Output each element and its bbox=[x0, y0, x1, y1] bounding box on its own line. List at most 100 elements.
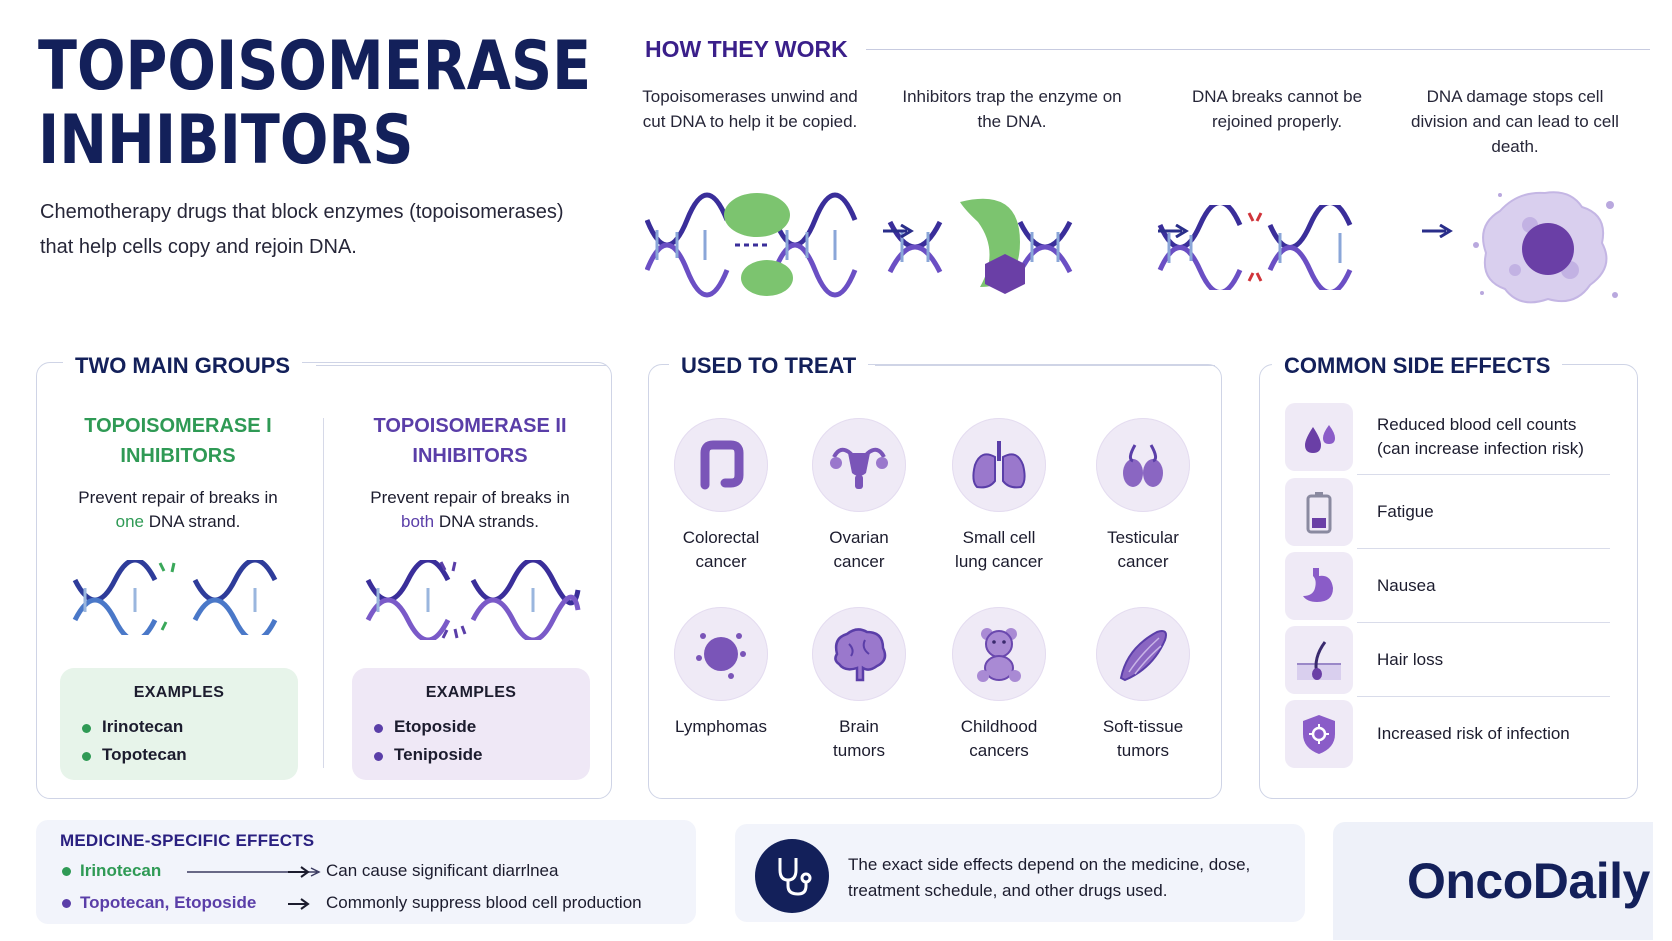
arrow-right-icon bbox=[883, 224, 914, 238]
arrow-right-icon bbox=[288, 866, 310, 878]
treat-label-line: cancer bbox=[833, 552, 885, 571]
blood-drops-icon bbox=[1285, 403, 1353, 471]
double-strand-break-icon bbox=[365, 560, 581, 640]
treat-label-line: Lymphomas bbox=[675, 717, 767, 736]
title-line-2: INHIBITORS bbox=[38, 101, 414, 180]
side-effect-hair-loss: Hair loss bbox=[1285, 626, 1610, 694]
step-2-text: Inhibitors trap the enzyme on the DNA. bbox=[902, 87, 1122, 131]
side-effect-label: (can increase infection risk) bbox=[1377, 439, 1584, 458]
example-item: Topotecan bbox=[82, 745, 187, 764]
step-3-text: DNA breaks cannot be rejoined properly. bbox=[1191, 87, 1363, 131]
how-they-work-heading: HOW THEY WORK bbox=[645, 36, 1650, 63]
treat-label-line: cancer bbox=[695, 552, 747, 571]
example-item: Etoposide bbox=[373, 717, 477, 736]
row-divider bbox=[1357, 696, 1610, 697]
treat-label-line: Small cell bbox=[962, 528, 1036, 547]
medicine-effect: Can cause significant diarrlnea bbox=[326, 861, 559, 880]
medicine-heading: MEDICINE-SPECIFIC EFFECTS bbox=[60, 831, 315, 850]
topo-2-line-2: INHIBITORS bbox=[412, 445, 528, 467]
medicine-effect: Commonly suppress blood cell production bbox=[326, 893, 642, 912]
example-item: Teniposide bbox=[373, 745, 483, 764]
note-box bbox=[735, 824, 1305, 922]
treat-label-line: Brain bbox=[839, 717, 879, 736]
row-divider bbox=[1357, 548, 1610, 549]
side-effect-infection: Increased risk of infection bbox=[1285, 700, 1610, 768]
testes-icon bbox=[1096, 418, 1190, 512]
side-effect-label: Nausea bbox=[1377, 576, 1436, 595]
treat-label-line: Soft-tissue bbox=[1102, 717, 1184, 736]
broken-dna-icon bbox=[1157, 205, 1353, 290]
topo-1-line-2: INHIBITORS bbox=[120, 445, 236, 467]
topo-2-description: Prevent repair of breaks in both DNA str… bbox=[340, 486, 600, 534]
heading-rule bbox=[316, 365, 606, 366]
topo-2-desc-text: Prevent repair of breaks in bbox=[370, 488, 570, 507]
brain-icon bbox=[812, 607, 906, 701]
treat-label-line: Testicular bbox=[1107, 528, 1179, 547]
topo-1-line-1: TOPOISOMERASE I bbox=[84, 415, 272, 437]
topo-1-desc-end: DNA strand. bbox=[144, 512, 241, 531]
arrow-right-icon bbox=[288, 898, 310, 910]
arrow-right-icon bbox=[1158, 224, 1189, 238]
hair-follicle-icon bbox=[1285, 626, 1353, 694]
step-1-text: Topoisomerases unwind and cut DNA to hel… bbox=[642, 87, 858, 131]
example-item: Irinotecan bbox=[81, 717, 184, 736]
stethoscope-icon bbox=[755, 839, 829, 913]
treat-heading: USED TO TREAT bbox=[669, 353, 869, 379]
title-line-1: TOPOISOMERASE bbox=[38, 27, 592, 106]
dying-cell-icon bbox=[1473, 191, 1618, 304]
topo-2-desc-end: DNA strands. bbox=[434, 512, 539, 531]
topo-1-desc-highlight: one bbox=[115, 512, 144, 531]
heading-rule bbox=[875, 365, 1215, 366]
examples-label: EXAMPLES bbox=[425, 684, 517, 701]
treat-label-line: Ovarian bbox=[829, 528, 889, 547]
side-effect-label: Hair loss bbox=[1377, 650, 1444, 669]
note-text: The exact side effects depend on the med… bbox=[848, 855, 1251, 900]
topo-2-heading: TOPOISOMERASE II INHIBITORS bbox=[340, 411, 600, 471]
treat-label-line: tumors bbox=[833, 741, 885, 760]
treat-label-line: cancer bbox=[1117, 552, 1169, 571]
colon-icon bbox=[674, 418, 768, 512]
step-4-text: DNA damage stops cell division and can l… bbox=[1411, 87, 1619, 156]
topo-2-desc-highlight: both bbox=[401, 512, 435, 531]
stomach-icon bbox=[1285, 552, 1353, 620]
treat-lymphomas: Lymphomas bbox=[646, 607, 796, 739]
side-effect-blood-counts: Reduced blood cell counts (can increase i… bbox=[1285, 403, 1610, 471]
treat-label-line: Colorectal bbox=[682, 528, 760, 547]
topo-1-heading: TOPOISOMERASE I INHIBITORS bbox=[48, 411, 308, 471]
medicine-row: Irinotecan Can cause significant diarrln… bbox=[60, 861, 558, 881]
row-divider bbox=[1357, 474, 1610, 475]
medicine-drug: Topotecan, Etoposide bbox=[60, 893, 256, 913]
treat-label-line: Childhood bbox=[960, 717, 1038, 736]
arrow-right-icon bbox=[1422, 224, 1453, 238]
page-title: TOPOISOMERASE INHIBITORS bbox=[38, 30, 591, 178]
treat-brain: Brain tumors bbox=[784, 607, 934, 763]
topo-1-description: Prevent repair of breaks in one DNA stra… bbox=[48, 486, 308, 534]
medicine-row: Topotecan, Etoposide Commonly suppress b… bbox=[60, 893, 642, 913]
topo-2-examples: EXAMPLES Etoposide Teniposide bbox=[352, 668, 590, 780]
lymph-cell-icon bbox=[674, 607, 768, 701]
treat-colorectal: Colorectal cancer bbox=[646, 418, 796, 574]
muscle-icon bbox=[1096, 607, 1190, 701]
how-heading-text: HOW THEY WORK bbox=[645, 36, 848, 62]
side-effect-label: Reduced blood cell counts bbox=[1377, 415, 1577, 434]
treat-ovarian: Ovarian cancer bbox=[784, 418, 934, 574]
side-effect-nausea: Nausea bbox=[1285, 552, 1610, 620]
side-effects-heading: COMMON SIDE EFFECTS bbox=[1272, 353, 1563, 379]
uterus-icon bbox=[812, 418, 906, 512]
groups-heading: TWO MAIN GROUPS bbox=[63, 353, 303, 379]
treat-testicular: Testicular cancer bbox=[1068, 418, 1218, 574]
treat-label-line: tumors bbox=[1117, 741, 1169, 760]
page-subtitle: Chemotherapy drugs that block enzymes (t… bbox=[40, 201, 564, 258]
shield-virus-icon bbox=[1285, 700, 1353, 768]
topo-1-desc-text: Prevent repair of breaks in bbox=[78, 488, 278, 507]
topoisomerase-dna-icon bbox=[645, 192, 858, 298]
side-effect-label: Increased risk of infection bbox=[1377, 724, 1570, 743]
topo-1-examples: EXAMPLES Irinotecan Topotecan bbox=[60, 668, 298, 780]
group-divider bbox=[323, 418, 324, 768]
lungs-icon bbox=[952, 418, 1046, 512]
medicine-specific-box bbox=[36, 820, 696, 924]
side-effect-label: Fatigue bbox=[1377, 502, 1434, 521]
teddy-bear-icon bbox=[952, 607, 1046, 701]
